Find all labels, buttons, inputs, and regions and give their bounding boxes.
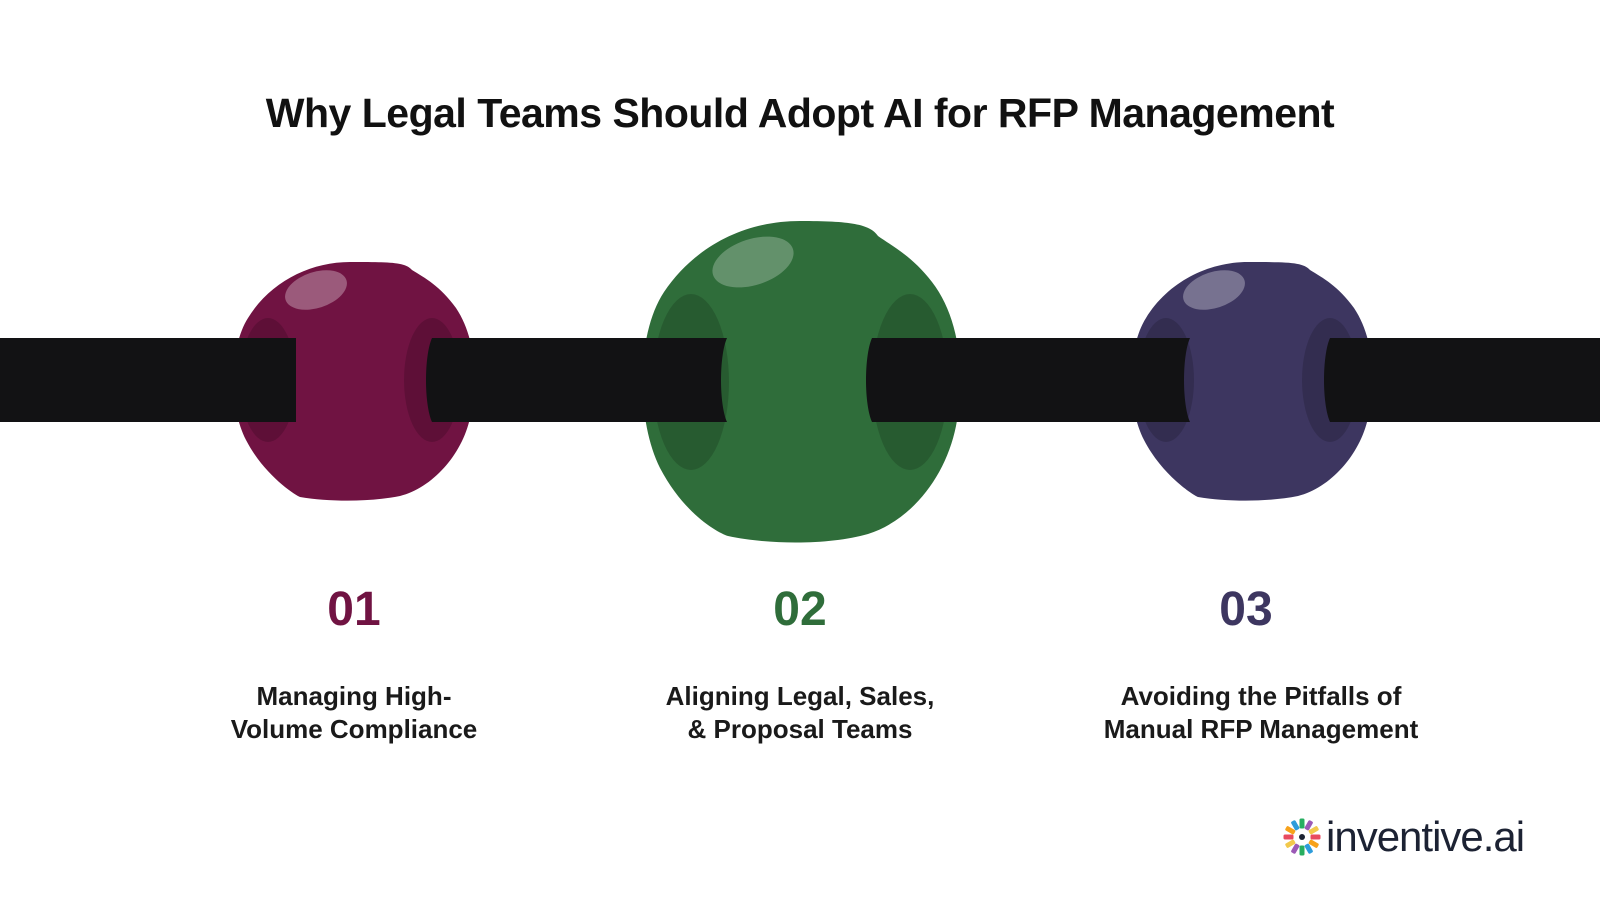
step-3-label-line-2: Manual RFP Management xyxy=(1103,714,1419,744)
bead-2-body xyxy=(642,221,961,543)
pinwheel-ray xyxy=(1283,834,1294,840)
step-2-number: 02 xyxy=(773,583,827,636)
bead-1-body xyxy=(233,262,475,501)
bead-1-highlight xyxy=(285,270,347,310)
pinwheel-ray xyxy=(1304,843,1313,854)
page-title: Why Legal Teams Should Adopt AI for RFP … xyxy=(265,90,1335,136)
step-1-number: 01 xyxy=(327,583,381,636)
bar-segment-left xyxy=(0,338,296,422)
pinwheel-ray xyxy=(1291,820,1300,831)
bar-segment-1-2 xyxy=(426,338,727,422)
step-3-number: 03 xyxy=(1219,583,1273,636)
bead-2-highlight xyxy=(712,236,794,288)
step-2-label-line-1: Aligning Legal, Sales, xyxy=(665,681,935,711)
pinwheel-ray xyxy=(1308,839,1319,848)
bead-3-body xyxy=(1131,262,1373,501)
pinwheel-ray xyxy=(1291,843,1300,854)
step-2-label-line-2: & Proposal Teams xyxy=(687,714,913,744)
pinwheel-ray xyxy=(1310,834,1321,840)
brand-logo: inventive.ai xyxy=(1280,812,1525,862)
pinwheel-ray xyxy=(1299,845,1305,856)
pinwheel-ray xyxy=(1285,839,1296,848)
horizontal-bar xyxy=(0,338,1600,422)
pinwheel-icon xyxy=(1283,818,1321,856)
pinwheel-ray xyxy=(1304,820,1313,831)
step-2-label: Aligning Legal, Sales, & Proposal Teams xyxy=(620,680,980,746)
bar-segment-right xyxy=(1324,338,1600,422)
bead-3-highlight xyxy=(1183,270,1245,310)
step-1-label-line-2: Volume Compliance xyxy=(230,714,478,744)
step-1-label: Managing High- Volume Compliance xyxy=(174,680,534,746)
pinwheel-ray xyxy=(1308,826,1319,835)
step-3-label-line-1: Avoiding the Pitfalls of xyxy=(1120,681,1402,711)
step-3-label: Avoiding the Pitfalls of Manual RFP Mana… xyxy=(1081,680,1441,746)
pinwheel-center xyxy=(1299,834,1305,840)
bar-segment-2-3 xyxy=(866,338,1190,422)
brand-name: inventive.ai xyxy=(1326,813,1525,860)
pinwheel-ray xyxy=(1299,818,1305,829)
step-1-label-line-1: Managing High- xyxy=(256,681,452,711)
pinwheel-ray xyxy=(1285,826,1296,835)
